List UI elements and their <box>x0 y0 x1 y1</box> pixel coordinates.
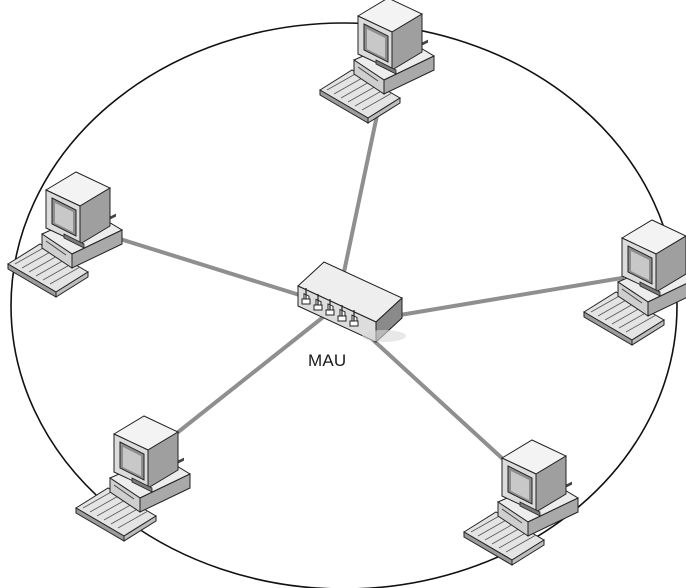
desktop-computer-icon <box>7 171 123 298</box>
desktop-computer-icon <box>463 439 579 566</box>
link-bottom-left <box>156 316 324 450</box>
link-left <box>102 232 324 304</box>
workstation-top <box>319 0 435 124</box>
mau-label: MAU <box>308 351 347 370</box>
mau-hub <box>297 261 406 344</box>
desktop-computer-icon <box>319 0 435 124</box>
network-links <box>102 80 624 462</box>
link-right <box>380 276 624 320</box>
ring-boundary <box>10 22 678 588</box>
link-bottom-right <box>358 326 506 462</box>
multistation-access-unit-icon <box>297 261 406 344</box>
workstation-bottom-left <box>75 415 191 542</box>
desktop-computer-icon <box>75 415 191 542</box>
workstation-bottom-right <box>463 439 579 566</box>
workstation-left <box>7 171 123 298</box>
